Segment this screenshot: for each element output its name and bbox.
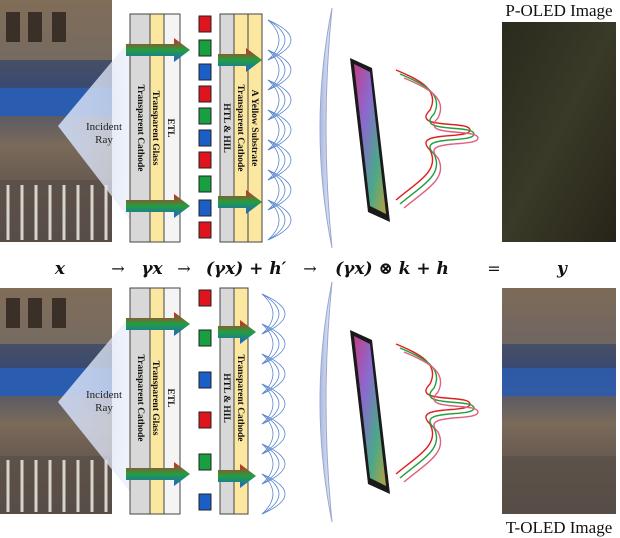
rgb-arrow-bottom-1 (126, 312, 190, 336)
t-oled-image-title: T-OLED Image (506, 518, 613, 537)
layer-label-cathode2-bottom: Transparent Cathode (235, 354, 245, 441)
layer-label-cathode-top: Transparent Cathode (135, 84, 145, 171)
layer-label-glass-bottom: Transparent Glass (150, 361, 160, 436)
sensor-panel-top (350, 58, 390, 222)
lens-top (319, 7, 333, 249)
layer-label-glass-top: Transparent Glass (150, 91, 160, 166)
incident-ray-label-bottom: Incident (86, 389, 122, 401)
rgb-arrow-bottom-4 (218, 464, 256, 488)
sensor-panel-bottom (350, 330, 390, 494)
eq-gamma-x: γx (141, 259, 163, 279)
eq-equals: = (487, 259, 500, 278)
incident-ray-beam-top (58, 40, 130, 220)
layer-label-htl-top: HTL & HIL (221, 103, 231, 153)
rgb-arrow-top-2 (126, 194, 190, 218)
rgb-arrow-top-3 (218, 48, 262, 72)
layer-label-yellow-top: A Yellow Substrate (249, 90, 259, 167)
layer-stack-substrate-bottom (219, 287, 249, 515)
incident-ray-beam-bottom (58, 316, 130, 492)
pixel-column-top (198, 15, 212, 239)
layer-label-htl-bottom: HTL & HIL (221, 373, 231, 423)
eq-arrow-1: → (111, 259, 124, 278)
equation-row: x → γx → (γx) + h′ → (γx) ⊗ k + h = y (54, 259, 568, 279)
layer-stack-substrate-top (219, 13, 263, 243)
rgb-arrow-top-1 (126, 38, 190, 62)
lens-bottom (319, 281, 333, 523)
psf-waveform-top (395, 69, 479, 209)
top-row: Incident Ray Transparent Cathode Transpa… (0, 0, 616, 249)
eq-gamma-x-plus-h: (γx) + h′ (206, 259, 287, 279)
eq-x: x (54, 259, 66, 279)
eq-arrow-3: → (303, 259, 316, 278)
layer-label-cathode-bottom: Transparent Cathode (135, 354, 145, 441)
pixel-column-bottom (198, 289, 212, 511)
diffraction-waves-top (267, 19, 292, 241)
rgb-arrow-top-4 (218, 190, 262, 214)
rgb-arrow-bottom-2 (126, 462, 190, 486)
eq-convolution: (γx) ⊗ k + h (335, 259, 449, 279)
layer-label-etl-top: ETL (165, 118, 175, 137)
incident-ray-label-bottom-2: Ray (95, 402, 113, 414)
t-oled-output-image (502, 288, 616, 514)
diffraction-waves-bottom (261, 293, 286, 515)
eq-arrow-2: → (177, 259, 190, 278)
incident-ray-label-top: Incident (86, 121, 122, 133)
eq-y: y (556, 259, 568, 279)
incident-ray-label-top-2: Ray (95, 134, 113, 146)
p-oled-image-title: P-OLED Image (505, 1, 612, 20)
psf-waveform-bottom (395, 343, 479, 483)
layer-label-etl-bottom: ETL (165, 388, 175, 407)
layer-stack-etl-top (129, 13, 181, 243)
bottom-row: Incident Ray Transparent Cathode Transpa… (0, 281, 616, 537)
p-oled-output-image (502, 22, 616, 242)
layer-label-cathode2-top: Transparent Cathode (235, 84, 245, 171)
rgb-arrow-bottom-3 (218, 320, 256, 344)
layer-stack-etl-bottom (129, 287, 181, 515)
